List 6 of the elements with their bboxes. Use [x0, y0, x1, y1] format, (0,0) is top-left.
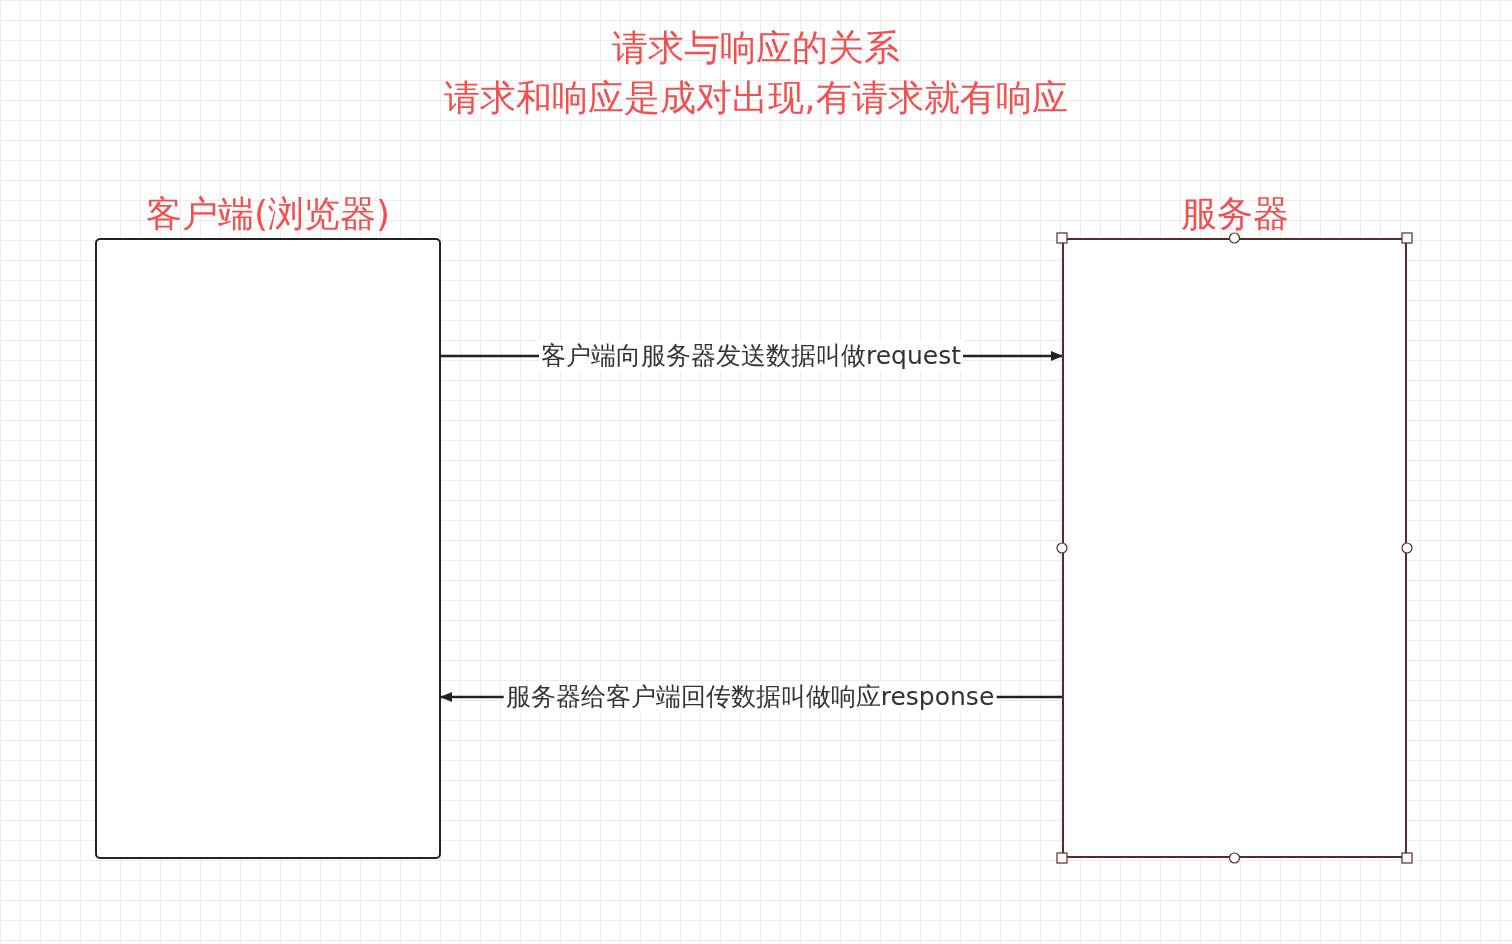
title: 请求与响应的关系: [611, 26, 901, 70]
edge-label: 服务器给客户端回传数据叫做响应response: [503, 681, 997, 713]
edge-label: 客户端向服务器发送数据叫做request: [539, 340, 963, 372]
box-heading: 服务器: [1179, 192, 1290, 236]
subtitle: 请求和响应是成对出现,有请求就有响应: [443, 76, 1069, 120]
box-heading: 客户端(浏览器): [144, 192, 392, 236]
